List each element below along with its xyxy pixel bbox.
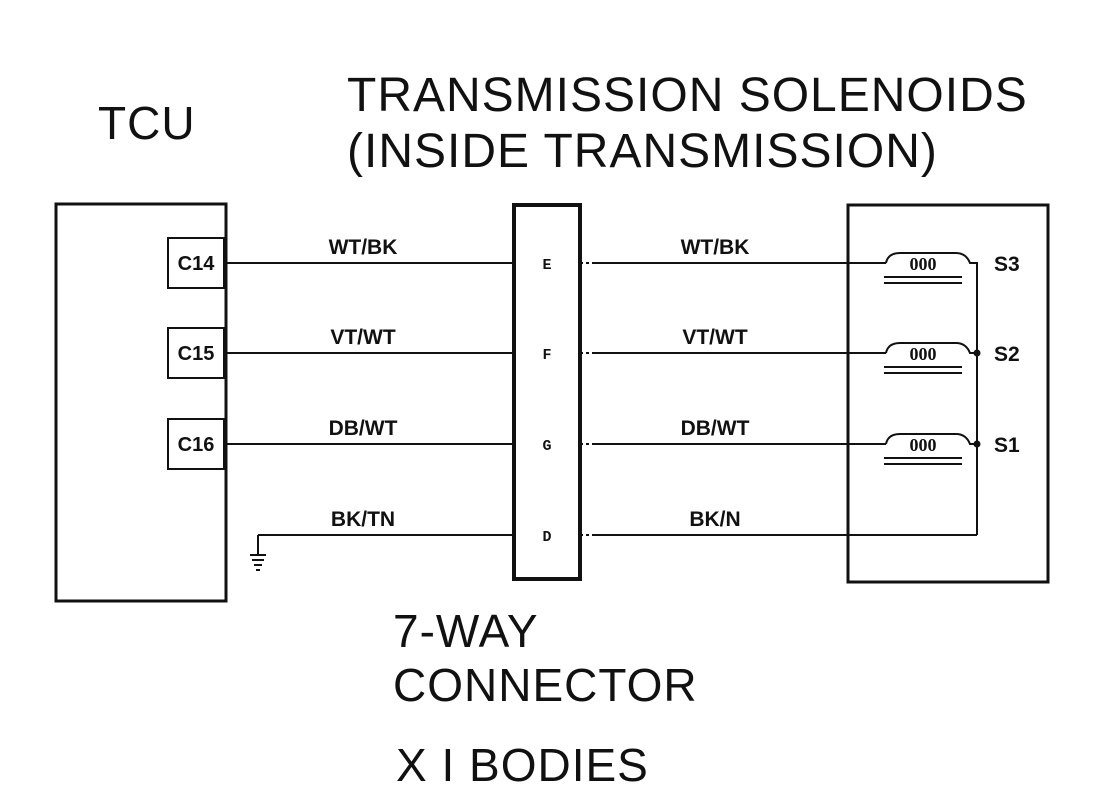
connector-title-line1: 7-WAY	[393, 605, 539, 657]
solenoids-title-line1: TRANSMISSION SOLENOIDS	[347, 69, 1028, 122]
solenoid-coil-icon	[885, 342, 977, 354]
tcu-pin-label: C15	[178, 343, 215, 365]
wire-label-left: BK/TN	[331, 508, 395, 531]
wire-label-right: DB/WT	[681, 417, 750, 440]
tcu-module-box	[54, 202, 228, 603]
coil-winding-icon: 000	[910, 344, 937, 364]
coil-winding-icon: 000	[910, 254, 937, 274]
solenoid-label: S3	[994, 253, 1020, 276]
wire-label-right: VT/WT	[682, 326, 747, 349]
solenoid-label: S1	[994, 434, 1020, 457]
wire-label-right: WT/BK	[681, 236, 750, 259]
coil-winding-icon: 000	[910, 435, 937, 455]
tcu-title: TCU	[98, 97, 196, 149]
ground-icon	[250, 535, 266, 571]
connector-box	[512, 203, 582, 581]
connector-pin-letter: F	[542, 347, 551, 364]
junction-dot	[973, 440, 981, 448]
connector-pin-letter: G	[542, 438, 551, 455]
connector-pin-letter: E	[542, 257, 551, 274]
solenoids-title-line2: (INSIDE TRANSMISSION)	[347, 125, 938, 178]
tcu-pin-label: C14	[178, 253, 216, 275]
junction-dot	[973, 349, 981, 357]
wire-label-left: DB/WT	[329, 417, 398, 440]
connector-pin-letter: D	[542, 529, 551, 546]
tcu-pin-label: C16	[178, 434, 215, 456]
wire-label-left: WT/BK	[329, 236, 398, 259]
solenoid-coil-icon	[885, 433, 977, 445]
connector-title-line2: CONNECTOR	[393, 659, 698, 711]
tcu-pin-box	[167, 418, 225, 470]
solenoid-coil-icon	[885, 252, 977, 264]
tcu-pin-box	[167, 327, 225, 379]
wire-label-left: VT/WT	[330, 326, 395, 349]
transmission-box	[846, 203, 1050, 584]
wiring-diagram: TCU TRANSMISSION SOLENOIDS (INSIDE TRANS…	[54, 69, 1050, 788]
wire-label-right: BK/N	[689, 508, 740, 531]
tcu-pin-box	[167, 237, 225, 289]
solenoid-label: S2	[994, 343, 1020, 366]
